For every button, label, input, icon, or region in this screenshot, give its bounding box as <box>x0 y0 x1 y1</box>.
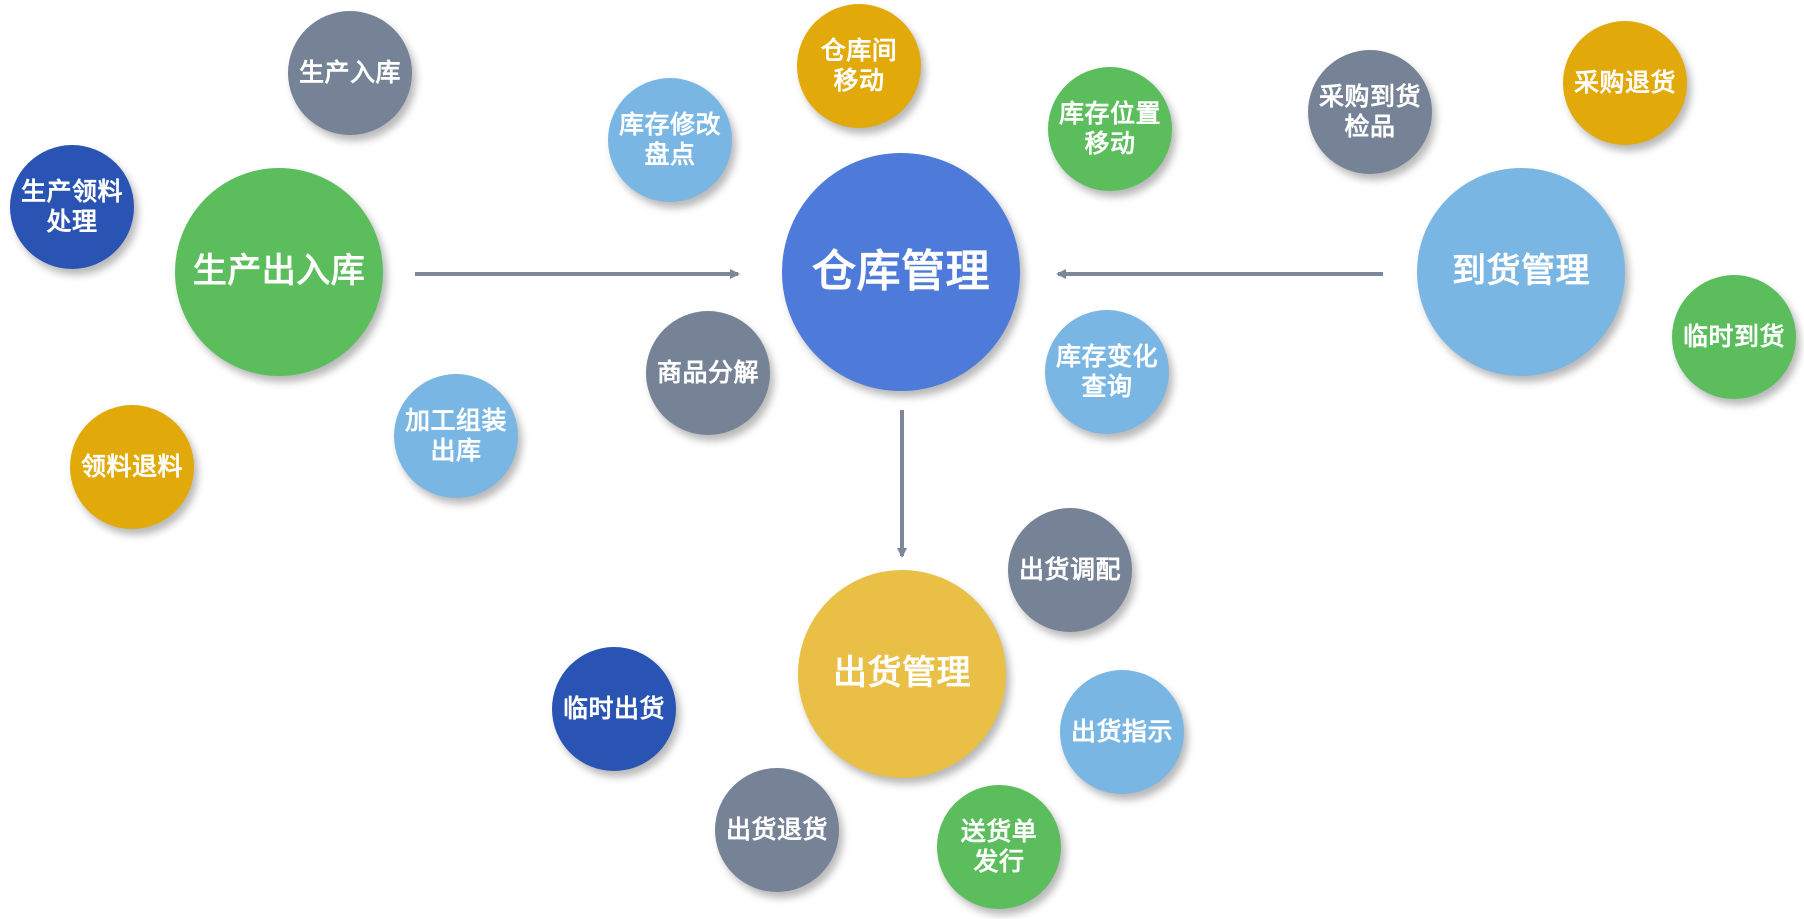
shipment-instruction-node: 出货指示 <box>1060 670 1184 794</box>
product-decomposition-node: 商品分解 <box>646 311 770 435</box>
production-material-issue-node: 生产领料 处理 <box>10 145 134 269</box>
warehouse-management-label: 仓库管理 <box>812 246 990 298</box>
inventory-location-move-node: 库存位置 移动 <box>1048 67 1172 191</box>
inventory-location-move-label: 库存位置 移动 <box>1058 98 1161 159</box>
temporary-arrival-node: 临时到货 <box>1672 275 1796 399</box>
purchase-return-node: 采购退货 <box>1563 21 1687 145</box>
inter-warehouse-move-node: 仓库间 移动 <box>797 4 921 128</box>
inter-warehouse-move-label: 仓库间 移动 <box>820 35 898 96</box>
assembly-outbound-label: 加工组装 出库 <box>404 405 507 466</box>
production-in-out-node: 生产出入库 <box>175 168 383 376</box>
temporary-shipment-label: 临时出货 <box>562 693 665 723</box>
production-inbound-node: 生产入库 <box>288 11 412 135</box>
product-decomposition-label: 商品分解 <box>656 357 759 387</box>
purchase-return-label: 采购退货 <box>1573 67 1676 97</box>
inventory-change-query-node: 库存变化 查询 <box>1045 310 1169 434</box>
material-issue-return-label: 领料退料 <box>80 451 183 481</box>
shipment-instruction-label: 出货指示 <box>1070 716 1173 746</box>
shipping-management-label: 出货管理 <box>833 653 971 694</box>
production-inbound-label: 生产入库 <box>298 57 401 87</box>
arrival-management-label: 到货管理 <box>1452 251 1590 292</box>
delivery-note-issue-node: 送货单 发行 <box>937 785 1061 909</box>
shipment-dispatch-label: 出货调配 <box>1018 554 1121 584</box>
arrival-management-node: 到货管理 <box>1417 168 1625 376</box>
production-in-out-label: 生产出入库 <box>192 251 366 292</box>
shipment-dispatch-node: 出货调配 <box>1008 508 1132 632</box>
shipment-return-label: 出货退货 <box>725 814 828 844</box>
purchase-arrival-inspection-node: 采购到货 检品 <box>1308 50 1432 174</box>
shipping-management-node: 出货管理 <box>798 570 1006 778</box>
shipment-return-node: 出货退货 <box>715 768 839 892</box>
purchase-arrival-inspection-label: 采购到货 检品 <box>1318 81 1421 142</box>
production-material-issue-label: 生产领料 处理 <box>20 176 123 237</box>
temporary-arrival-label: 临时到货 <box>1682 321 1785 351</box>
delivery-note-issue-label: 送货单 发行 <box>960 816 1038 877</box>
material-issue-return-node: 领料退料 <box>70 405 194 529</box>
assembly-outbound-node: 加工组装 出库 <box>394 374 518 498</box>
inventory-adjust-stocktake-node: 库存修改 盘点 <box>608 78 732 202</box>
inventory-change-query-label: 库存变化 查询 <box>1055 341 1158 402</box>
temporary-shipment-node: 临时出货 <box>552 647 676 771</box>
inventory-adjust-stocktake-label: 库存修改 盘点 <box>618 109 721 170</box>
warehouse-management-node: 仓库管理 <box>782 153 1020 391</box>
